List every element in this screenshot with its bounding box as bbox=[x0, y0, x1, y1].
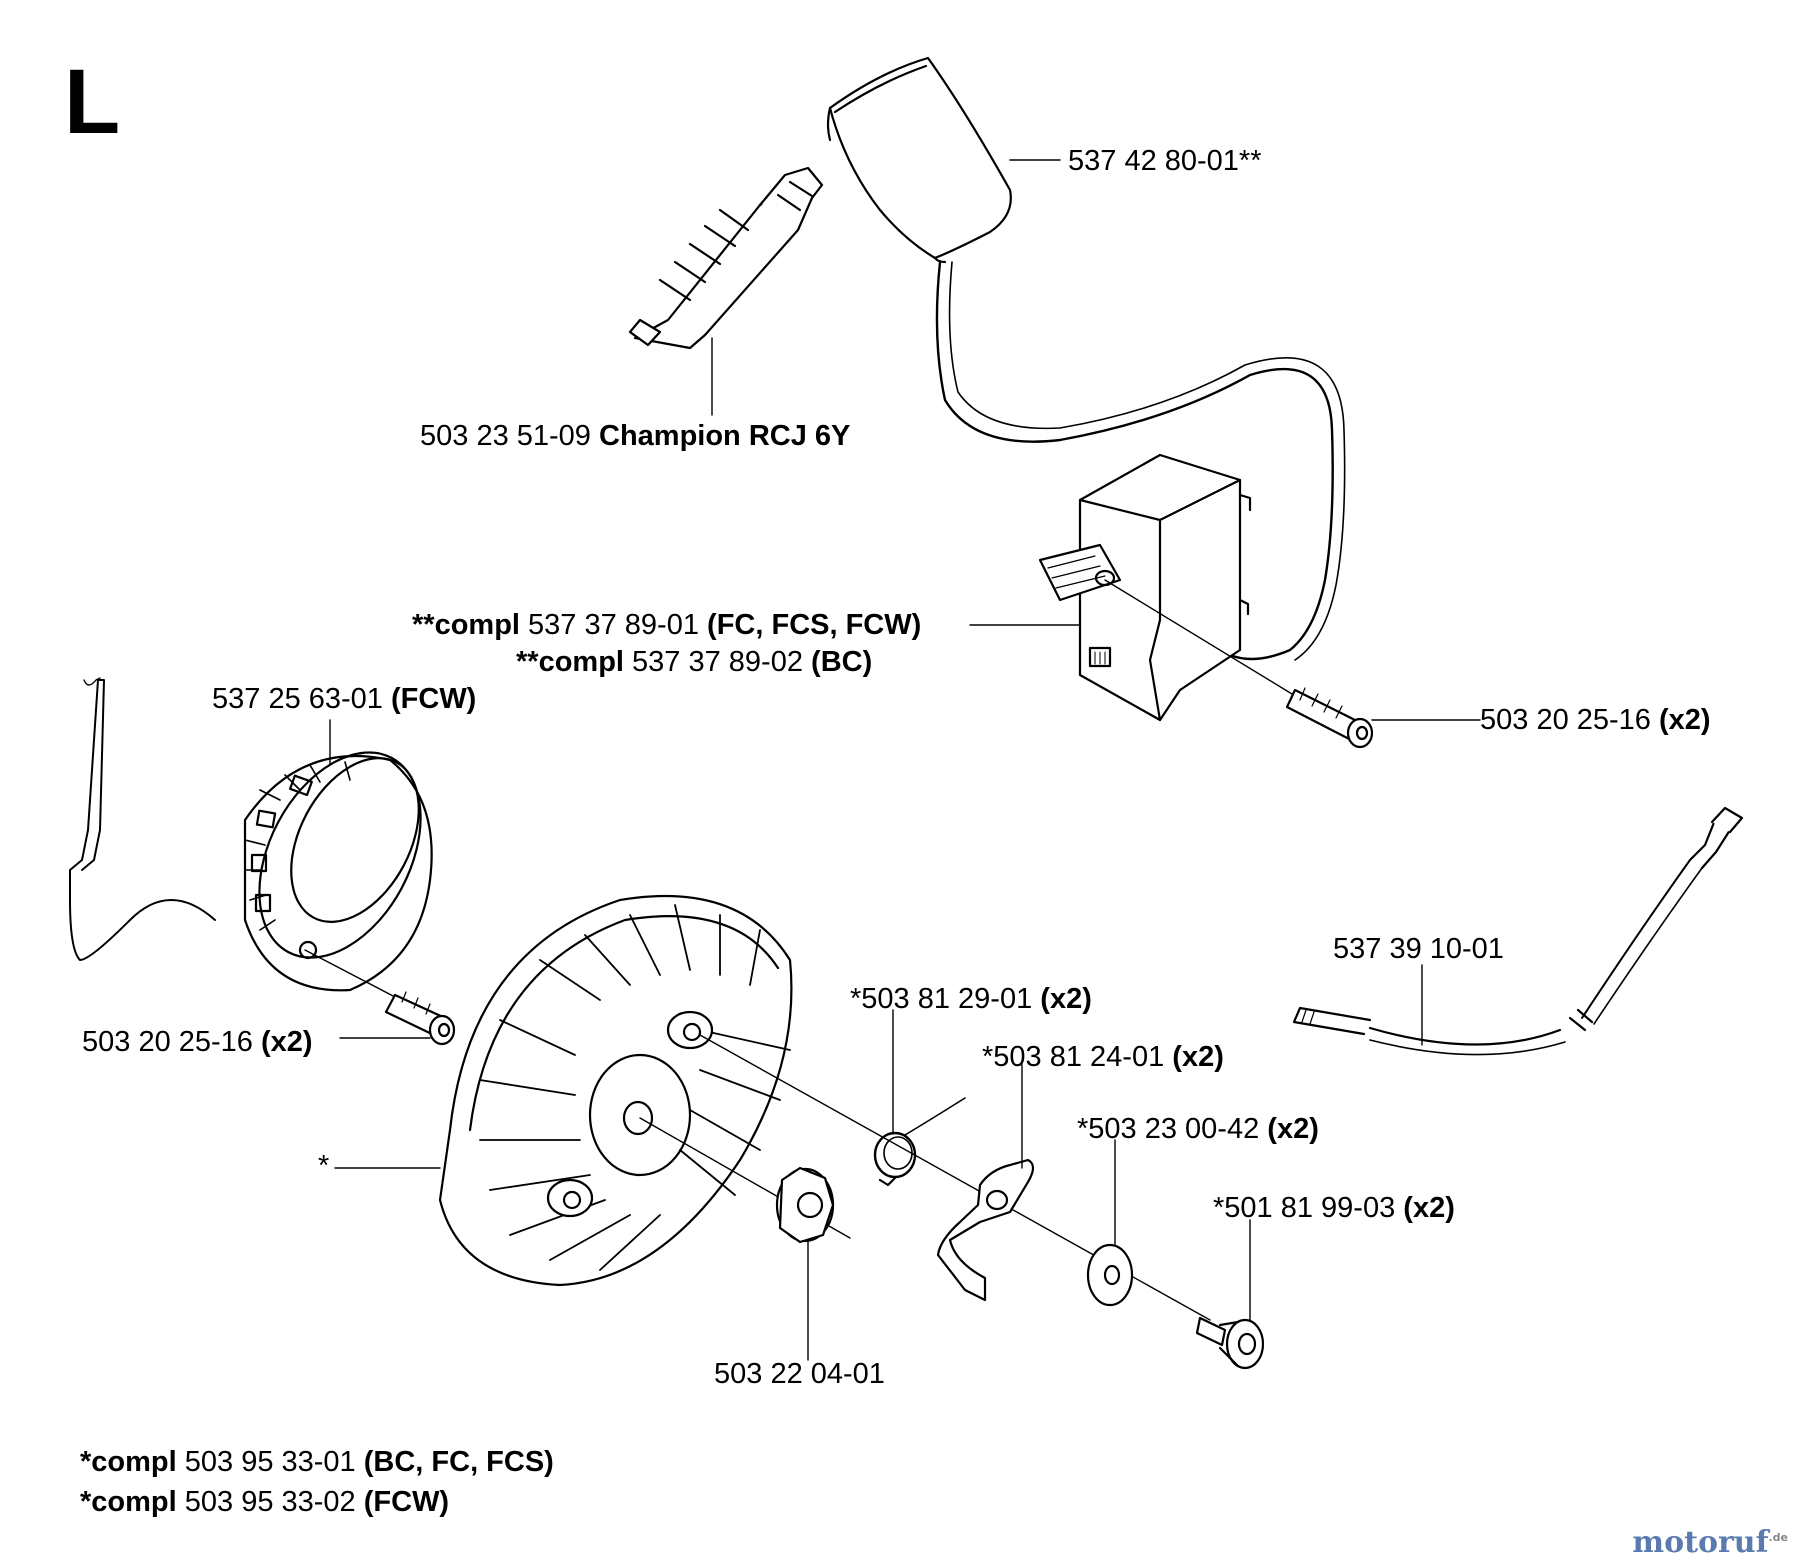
footnote-2: *compl 503 95 33-02 (FCW) bbox=[80, 1486, 450, 1518]
label-cable: 537 39 10-01 bbox=[1333, 933, 1504, 965]
spark-plug-part bbox=[630, 168, 822, 348]
label-generator-screw: 503 20 25-16 (x2) bbox=[82, 1026, 313, 1058]
label-nut: 503 22 04-01 bbox=[714, 1358, 885, 1390]
pawl-screw-part bbox=[1197, 1318, 1263, 1368]
cable-part bbox=[1294, 808, 1742, 1055]
nut-part bbox=[777, 1168, 833, 1242]
pawl-part bbox=[938, 1160, 1033, 1300]
washer-part bbox=[1088, 1245, 1132, 1305]
module-screw-part bbox=[1287, 688, 1372, 747]
label-spring: *503 81 29-01 (x2) bbox=[850, 983, 1092, 1015]
label-ignition-module-2: **compl 537 37 89-02 (BC) bbox=[516, 646, 873, 678]
spark-plug-cap-part bbox=[828, 58, 1011, 262]
spring-part bbox=[875, 1098, 965, 1185]
label-spark-plug-cap: 537 42 80-01** bbox=[1068, 145, 1262, 177]
label-flywheel: * bbox=[318, 1150, 330, 1182]
label-pawl: *503 81 24-01 (x2) bbox=[982, 1041, 1224, 1073]
label-washer: *503 23 00-42 (x2) bbox=[1077, 1113, 1319, 1145]
generator-part bbox=[227, 725, 454, 990]
ignition-module-part bbox=[1040, 455, 1250, 720]
generator-screw-part bbox=[386, 992, 454, 1044]
label-module-screw: 503 20 25-16 (x2) bbox=[1480, 704, 1711, 736]
label-generator: 537 25 63-01 (FCW) bbox=[212, 683, 477, 715]
section-letter: L bbox=[64, 51, 121, 153]
label-ignition-module-1: **compl 537 37 89-01 (FC, FCS, FCW) bbox=[412, 609, 922, 641]
flywheel-part bbox=[440, 896, 791, 1285]
ignition-lead bbox=[937, 262, 1333, 659]
watermark-logo: motoruf.de bbox=[1632, 1525, 1788, 1560]
generator-wire bbox=[70, 680, 215, 960]
label-pawl-screw: *501 81 99-03 (x2) bbox=[1213, 1192, 1455, 1224]
label-spark-plug: 503 23 51-09 Champion RCJ 6Y bbox=[420, 420, 851, 452]
axis-module-screw bbox=[1105, 580, 1310, 705]
footnote-1: *compl 503 95 33-01 (BC, FC, FCS) bbox=[80, 1446, 554, 1478]
